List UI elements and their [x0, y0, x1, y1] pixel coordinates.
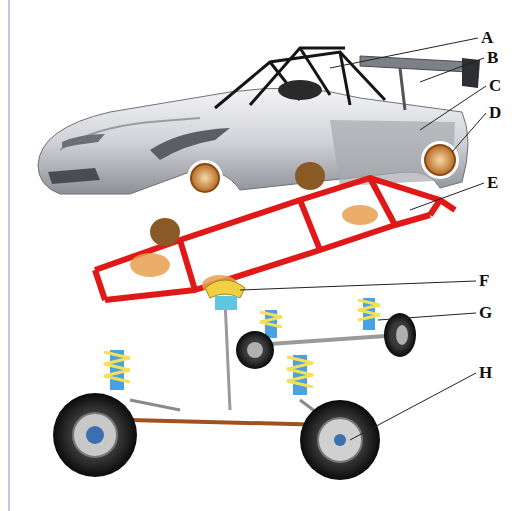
callout-letter: H — [479, 364, 492, 382]
wheel-arch — [421, 141, 459, 179]
wheel-hub — [86, 426, 104, 444]
leader-line — [452, 113, 486, 152]
frame-cross — [180, 240, 195, 290]
steering-column — [225, 300, 230, 410]
frame-mount — [342, 205, 378, 225]
wheel-rim — [247, 342, 263, 358]
callout-letter: F — [479, 272, 489, 290]
wheel-rim — [318, 418, 362, 462]
shock-absorber — [287, 355, 313, 395]
wheel-arch — [187, 160, 223, 196]
leader-line — [420, 58, 484, 82]
wheel-hub — [334, 434, 346, 446]
leader-line — [410, 183, 484, 210]
brake-disc — [191, 164, 219, 192]
headlight — [62, 134, 105, 148]
front-intake — [48, 168, 100, 184]
cage-brace — [340, 52, 350, 105]
side-vent — [150, 128, 230, 160]
chassis-frame — [95, 178, 455, 300]
leader-line — [378, 313, 476, 320]
callout-letter: B — [487, 49, 498, 67]
rear-tire — [236, 331, 274, 369]
coil-spring — [287, 357, 313, 387]
control-arm — [130, 400, 180, 410]
wing-strut — [400, 68, 405, 110]
callout-letter: D — [489, 104, 501, 122]
hub-blob — [295, 162, 325, 190]
coil-spring — [260, 312, 282, 327]
shock-absorber — [104, 350, 130, 390]
callout-letter: C — [489, 77, 501, 95]
brake-disc — [425, 145, 455, 175]
coil-spring — [104, 352, 130, 382]
front-tire — [300, 400, 380, 480]
hub-blob — [150, 218, 180, 246]
page-border — [8, 0, 10, 511]
leader-lines — [240, 38, 486, 440]
callout-letter: A — [481, 29, 493, 47]
cage-tube — [250, 48, 345, 105]
callout-letter: G — [479, 304, 492, 322]
leader-line — [330, 38, 478, 68]
frame-rail — [105, 215, 430, 300]
frame-cross — [95, 270, 105, 300]
frame-mount — [130, 253, 170, 277]
frame-cross — [300, 200, 320, 250]
callout-letter: E — [487, 174, 498, 192]
leader-line — [240, 281, 476, 290]
shock-absorber — [358, 298, 380, 330]
seat — [278, 80, 322, 100]
steering-box — [215, 296, 237, 310]
leader-line — [420, 86, 486, 130]
leader-line — [350, 373, 476, 440]
tie-rod — [130, 420, 330, 425]
coil-spring — [358, 300, 380, 320]
wheel-rim — [73, 413, 117, 457]
steering-wheel — [205, 280, 245, 298]
wheel-rim — [396, 325, 408, 345]
front-tire — [53, 393, 137, 477]
